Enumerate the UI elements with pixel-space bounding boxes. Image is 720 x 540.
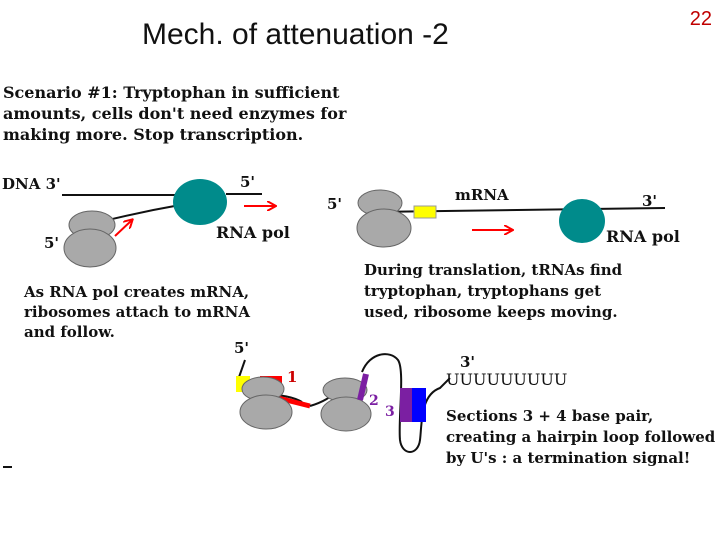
right-three-prime: 3' bbox=[642, 192, 658, 210]
rna-pol-left bbox=[173, 179, 227, 225]
right-caption-line-1: During translation, tRNAs find bbox=[364, 261, 623, 279]
slide-title: Mech. of attenuation -2 bbox=[142, 18, 449, 51]
section-1-label: 1 bbox=[287, 368, 298, 386]
section-3-label: 3 bbox=[385, 404, 395, 420]
bottom-caption-line-1: Sections 3 + 4 base pair, bbox=[446, 407, 654, 425]
scenario-line-1: Scenario #1: Tryptophan in sufficient bbox=[3, 83, 340, 102]
left-caption-line-2: ribosomes attach to mRNA bbox=[24, 303, 251, 321]
section-4-block bbox=[412, 388, 426, 422]
bottom-three-prime: 3' bbox=[460, 353, 476, 371]
ribosome-bottom-1 bbox=[239, 376, 293, 430]
scenario-line-2: amounts, cells don't need enzymes for bbox=[3, 104, 347, 123]
section-3-block bbox=[400, 388, 412, 422]
rna-pol-right bbox=[559, 199, 605, 243]
left-rna-pol-label: RNA pol bbox=[216, 223, 290, 242]
right-caption-line-2: tryptophan, tryptophans get bbox=[364, 282, 602, 300]
left-caption-line-1: As RNA pol creates mRNA, bbox=[24, 283, 250, 301]
section-2-label: 2 bbox=[369, 393, 379, 409]
dna-label: DNA 3' bbox=[2, 175, 61, 193]
ribosome-bottom-2 bbox=[320, 377, 372, 432]
u-tail-label: UUUUUUUUU bbox=[446, 370, 568, 389]
ribosome-direction-arrow-left bbox=[114, 220, 132, 237]
right-caption-line-3: used, ribosome keeps moving. bbox=[364, 303, 618, 321]
bottom-caption-line-2: creating a hairpin loop followed bbox=[446, 428, 716, 446]
section-2-strand bbox=[357, 373, 369, 401]
bottom-five-prime: 5' bbox=[234, 339, 250, 357]
left-five-prime-bottom: 5' bbox=[44, 234, 60, 252]
ribosome-left bbox=[63, 210, 117, 268]
right-five-prime: 5' bbox=[327, 195, 343, 213]
left-caption-line-3: and follow. bbox=[24, 323, 115, 341]
left-five-prime-top: 5' bbox=[240, 173, 256, 191]
scenario-line-3: making more. Stop transcription. bbox=[3, 125, 304, 144]
ribosome-right bbox=[356, 189, 412, 248]
leader-segment-right bbox=[413, 205, 437, 219]
mrna-label: mRNA bbox=[455, 186, 509, 204]
right-rna-pol-label: RNA pol bbox=[606, 227, 680, 246]
slide-number: 22 bbox=[689, 8, 712, 30]
bottom-caption-line-3: by U's : a termination signal! bbox=[446, 449, 691, 467]
